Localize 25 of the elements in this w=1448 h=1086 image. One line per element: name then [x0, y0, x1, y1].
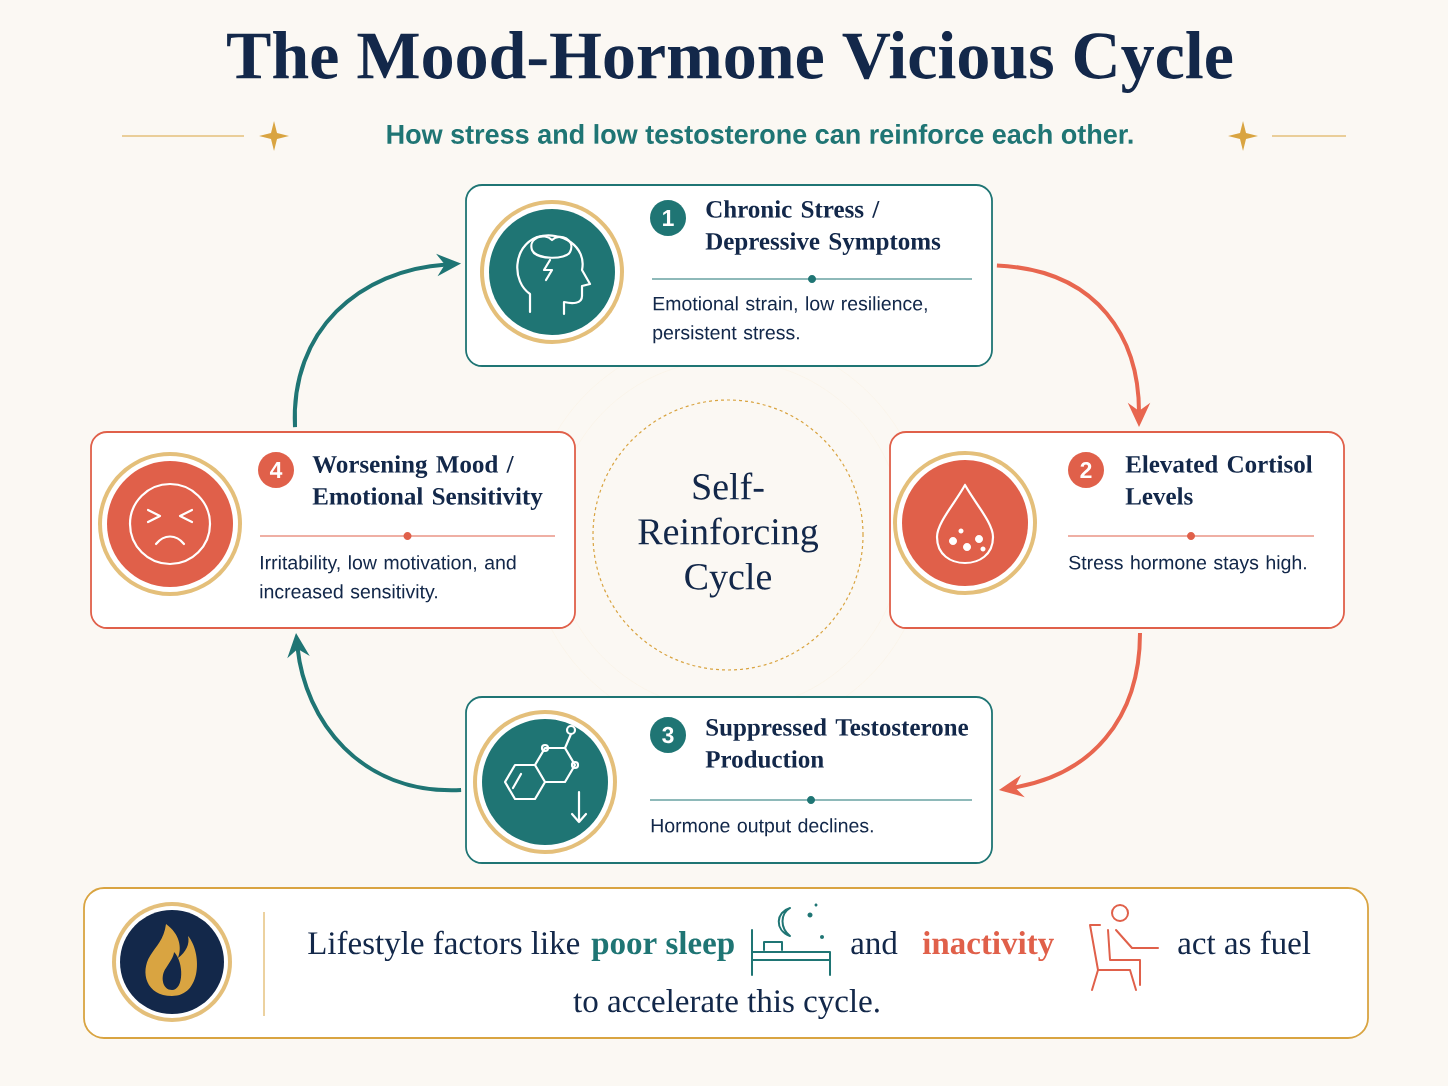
- note-text: poor sleep: [591, 931, 734, 961]
- note-text: inactivity: [922, 931, 1054, 962]
- card-text: Stress hormone stays high.: [1069, 555, 1306, 574]
- number-badge: 4: [258, 452, 294, 488]
- number-badge: 3: [650, 717, 686, 753]
- card-heading: Suppressed Testosterone Production: [705, 718, 969, 768]
- number-badge: 1: [650, 200, 686, 236]
- card-heading: Chronic Stress / Depressive Symptoms: [705, 200, 941, 255]
- note-text: Lifestyle factors like: [308, 930, 580, 962]
- note-text: act as fuel: [1178, 930, 1311, 955]
- card-heading: Elevated Cortisol Levels: [1125, 455, 1313, 505]
- card-heading: Worsening Mood / Emotional Sensitivity: [312, 455, 543, 510]
- card-text: Emotional strain, low resilience, persistent stress.: [653, 296, 927, 344]
- title: The Mood-Hormone Vicious Cycle: [227, 31, 1233, 93]
- step-card: [889, 431, 1345, 629]
- note-text: and: [851, 931, 898, 955]
- subtitle: How stress and low testosterone can reinforce each other.: [387, 124, 1133, 144]
- step-card: [465, 184, 993, 367]
- note-banner: [83, 887, 1369, 1039]
- card-text: Irritability, low motivation, and increased sensitivity.: [260, 555, 516, 603]
- note-text: to accelerate this cycle.: [573, 989, 879, 1020]
- number-badge: 2: [1068, 452, 1104, 488]
- step-card: [90, 431, 576, 629]
- card-text: Hormone output declines.: [651, 818, 873, 837]
- step-card: [465, 696, 993, 864]
